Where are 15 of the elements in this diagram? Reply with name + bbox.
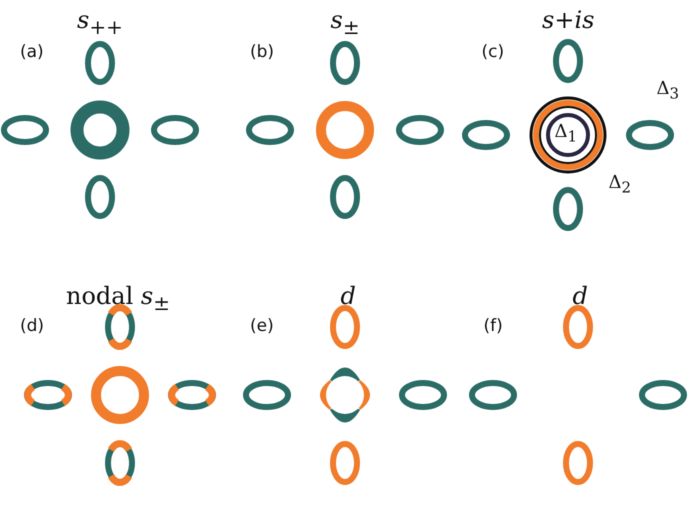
panel-title: s+is (542, 6, 594, 34)
panel-label: (a) (20, 42, 44, 62)
gap-label: Δ$_{2}$ (608, 172, 632, 197)
panel-title: nodal s$_{±}$ (66, 282, 170, 315)
panel-label: (f) (484, 316, 503, 336)
panel-label: (c) (482, 42, 504, 62)
panel-label: (e) (250, 316, 274, 336)
panel-title: d (572, 282, 588, 310)
panel-label: (b) (250, 42, 274, 62)
gap-label: Δ$_{3}$ (656, 78, 680, 103)
gap-label: Δ$_{1}$ (554, 121, 578, 146)
panel-title: s$_{±}$ (330, 6, 360, 39)
panel-label: (d) (20, 316, 44, 336)
panel-title: d (340, 282, 356, 310)
panel-title: s$_{++}$ (77, 6, 123, 39)
